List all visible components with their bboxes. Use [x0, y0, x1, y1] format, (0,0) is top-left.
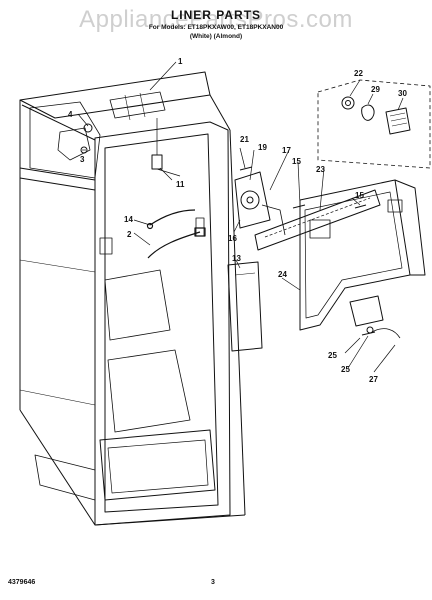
callout-13: 13 — [232, 254, 241, 263]
watermark: AppliancePartsPros.com — [79, 6, 353, 33]
screw-15-left — [292, 204, 306, 209]
callout-19: 19 — [258, 143, 267, 152]
thermostat-knob — [341, 96, 355, 110]
callout-25-upper: 25 — [328, 351, 337, 360]
page-number: 3 — [211, 579, 215, 586]
callout-23: 23 — [316, 165, 325, 174]
page-title: LINER PARTS — [170, 8, 262, 22]
callout-17: 17 — [282, 146, 291, 155]
document-part-number: 4379646 — [8, 579, 36, 586]
air-duct-assembly — [234, 171, 381, 251]
callout-27: 27 — [369, 375, 378, 384]
callout-14: 14 — [124, 215, 133, 224]
callout-1: 1 — [178, 57, 183, 66]
callout-15-left: 15 — [292, 157, 301, 166]
model-line: For Models: ET18PKXAW00, ET18PKXAN00 — [148, 24, 284, 31]
leader-lines — [77, 61, 404, 373]
evaporator-cover — [299, 179, 426, 339]
callout-3: 3 — [80, 155, 85, 164]
callout-21: 21 — [240, 135, 249, 144]
callout-4: 4 — [68, 110, 73, 119]
callout-24: 24 — [278, 270, 287, 279]
detail-outline — [317, 79, 431, 169]
screw-25 — [361, 331, 376, 336]
liner-cabinet — [19, 71, 246, 526]
callout-2: 2 — [127, 230, 132, 239]
screw-21 — [239, 166, 253, 171]
callout-labels: 1 2 3 4 11 13 14 15 15 16 17 19 21 22 23… — [68, 57, 407, 384]
screw-15-right — [354, 204, 367, 209]
callout-11: 11 — [176, 180, 185, 189]
wire-harness — [146, 209, 206, 259]
callout-16: 16 — [228, 234, 237, 243]
light-socket — [361, 104, 375, 121]
callout-29: 29 — [371, 85, 380, 94]
callout-30: 30 — [398, 89, 407, 98]
callout-15-right: 15 — [355, 191, 364, 200]
callout-25-lower: 25 — [341, 365, 350, 374]
freezer-baffle — [227, 261, 263, 352]
callout-22: 22 — [354, 69, 363, 78]
control-housing — [385, 107, 411, 135]
color-line: (White) (Almond) — [189, 33, 243, 40]
